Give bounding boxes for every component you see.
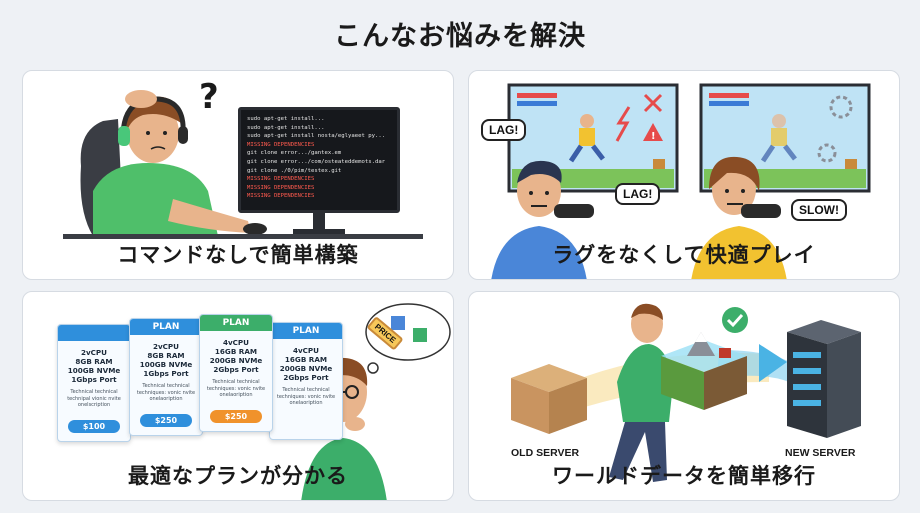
migration-illustration	[511, 303, 861, 482]
plan-spec-line: 100GB NVMe	[67, 366, 121, 375]
caption-world-migration: ワールドデータを簡単移行	[552, 464, 816, 488]
plan-spec-line: 2vCPU	[152, 342, 180, 351]
plan-spec-line: 200GB NVMe	[209, 356, 263, 365]
lag-bubble-screen: LAG!	[615, 183, 661, 205]
terminal-line: sudo apt-get install nosta/eglyaeet py..…	[247, 133, 386, 140]
plan-spec-line: 16GB RAM	[214, 347, 258, 356]
terminal-line: git clone error.../com/osteateddemots.da…	[247, 158, 386, 165]
terminal-line: MISSING DEPENDENCIES	[247, 141, 315, 148]
plan-spec-line: 200GB NVMe	[279, 364, 333, 373]
plan-spec-line: 2Gbps Port	[213, 365, 259, 374]
caption-best-plan: 最適なプランが分かる	[128, 464, 348, 488]
question-mark: ?	[199, 77, 219, 117]
plan-spec-line: 100GB NVMe	[139, 360, 193, 369]
page-title: こんなお悩みを解決	[334, 21, 586, 52]
plan-header: PLAN	[200, 315, 272, 331]
plan-spec-line: 4vCPU	[292, 346, 320, 355]
plan-description: Technical technical techniques: vonic nv…	[276, 387, 336, 406]
old-server-label: OLD SERVER	[511, 447, 580, 459]
terminal-line: MISSING DEPENDENCIES	[247, 184, 315, 191]
plan-spec-line: 8GB RAM	[75, 357, 113, 366]
plan-header	[58, 325, 130, 341]
plan-description: Technical technical technipal vionic nvi…	[67, 389, 121, 408]
card-easy-setup: ? sudo apt-get install...sudo apt-get in…	[22, 70, 454, 280]
plan-description: Technical technical techniques: vonic nv…	[136, 383, 196, 402]
plan-header: PLAN	[270, 323, 342, 339]
terminal-line: MISSING DEPENDENCIES	[247, 193, 315, 200]
plan-spec-line: 2Gbps Port	[283, 373, 329, 382]
caption-easy-setup: コマンドなしで簡単構築	[117, 243, 359, 267]
caption-no-lag: ラグをなくして快適プレイ	[552, 243, 816, 267]
plan-spec-line: 4vCPU	[222, 338, 250, 347]
plan-price-button: $100	[68, 420, 120, 433]
plan-description: Technical technical techniques: vonic nv…	[206, 379, 266, 398]
plan-price-button: $250	[210, 410, 262, 423]
card-world-migration: OLD SERVER NEW SERVER ワールドデータを簡単移行	[468, 291, 900, 501]
terminal-window: sudo apt-get install... sudo apt-get inst…	[238, 107, 400, 213]
gamer-illustration	[63, 90, 423, 239]
plan-header: PLAN	[130, 319, 202, 335]
plan-spec-line: 8GB RAM	[147, 351, 185, 360]
plan-spec-line: 1Gbps Port	[143, 369, 189, 378]
card-no-lag: ! LAG! LAG! SLOW! ラグをなくして快適プレイ	[468, 70, 900, 280]
price-tag: PRICE	[366, 316, 405, 351]
svg-text:!: !	[651, 131, 656, 142]
lag-bubble-left: LAG!	[481, 119, 527, 141]
terminal-line: sudo apt-get install...	[247, 124, 325, 131]
lag-illustration: !	[491, 83, 871, 279]
plan-price-button: $250	[140, 414, 192, 427]
slow-bubble: SLOW!	[791, 199, 847, 221]
plan-spec-line: 16GB RAM	[284, 355, 328, 364]
new-server-label: NEW SERVER	[785, 447, 856, 459]
terminal-line: git clone error.../gantex.em	[247, 150, 342, 157]
terminal-line: git clone ./0/pim/testex.git	[247, 167, 342, 174]
terminal-line: MISSING DEPENDENCIES	[247, 176, 315, 183]
plan-spec-line: 1Gbps Port	[71, 375, 117, 384]
terminal-line: sudo apt-get install...	[247, 116, 325, 122]
plan-spec-line: 2vCPU	[80, 348, 108, 357]
